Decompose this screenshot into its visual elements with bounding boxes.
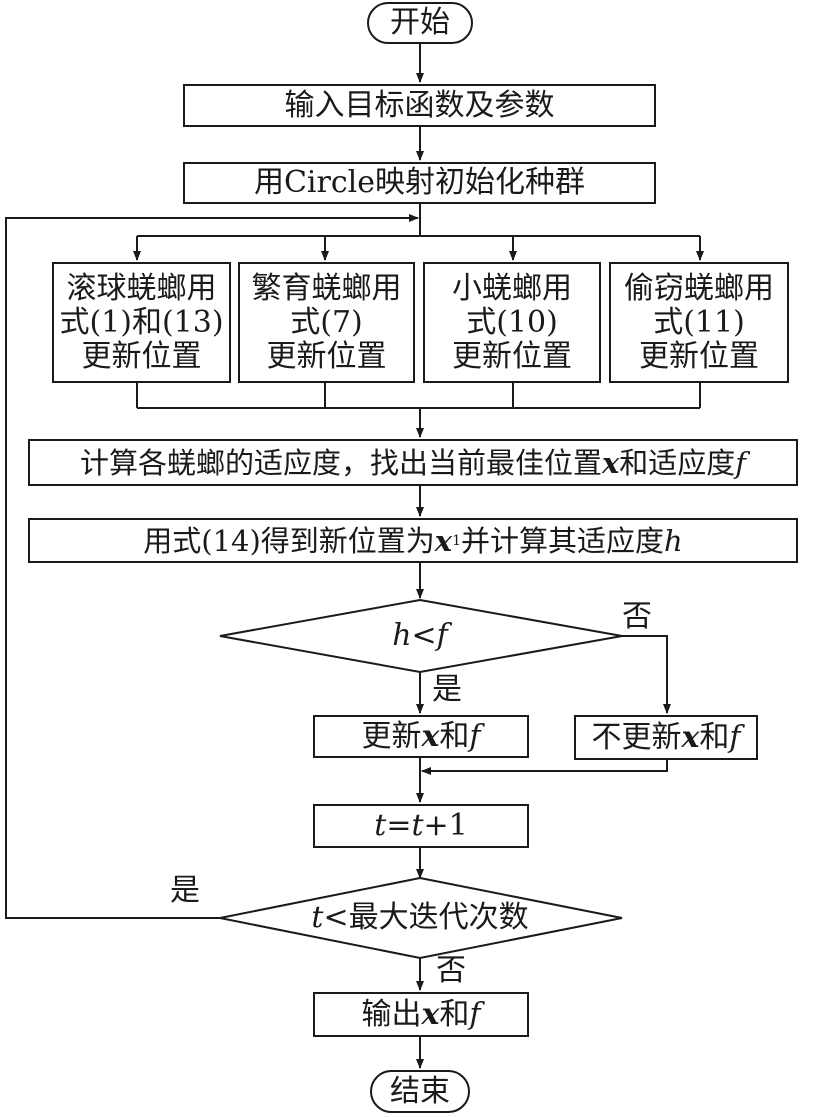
branch-small-line2: 式(10) — [466, 304, 558, 340]
output-pre: 输出 — [361, 996, 422, 1032]
cond1-var-h: h — [392, 618, 412, 653]
newpos-text: 用式(14)得到新位置为 — [143, 523, 435, 558]
noupdate-pre: 不更新 — [591, 719, 682, 755]
newpos-mid: 并计算其适应度 — [461, 523, 665, 558]
output-var-x: x — [421, 996, 440, 1032]
cond1-yes-label: 是 — [432, 672, 462, 707]
edge-cond2-loop — [5, 214, 419, 919]
update-mid: 和 — [439, 718, 470, 754]
branch-stealing-line3: 更新位置 — [639, 338, 759, 374]
inc-t1: t — [374, 808, 387, 843]
update-var-f: f — [469, 718, 481, 754]
start-label: 开始 — [390, 5, 450, 40]
inc-plus: +1 — [423, 808, 468, 843]
init-box: 用Circle映射初始化种群 — [183, 162, 656, 204]
fitness-mid: 和适应度 — [619, 445, 736, 480]
input-label: 输入目标函数及参数 — [284, 87, 555, 123]
noupdate-mid: 和 — [699, 719, 730, 755]
cond1-op: < — [411, 618, 437, 653]
output-mid: 和 — [439, 996, 470, 1032]
end-terminal: 结束 — [370, 1070, 470, 1113]
branch-breeding-line1: 繁育蜣螂用 — [251, 270, 402, 306]
branch-breeding-line3: 更新位置 — [266, 338, 387, 374]
cond1-var-f: f — [436, 618, 448, 653]
noupdate-var-f: f — [729, 719, 741, 755]
branch-stealing-box: 偷窃蜣螂用 式(11) 更新位置 — [609, 262, 789, 383]
branch-stealing-line1: 偷窃蜣螂用 — [624, 270, 774, 306]
init-label: 用Circle映射初始化种群 — [253, 165, 586, 200]
branch-breeding-line2: 式(7) — [290, 304, 363, 340]
branch-breeding-box: 繁育蜣螂用 式(7) 更新位置 — [238, 262, 415, 383]
decision-iteration — [219, 876, 623, 960]
branch-rolling-line2: 式(1)和(13) — [59, 304, 224, 340]
branch-small-line3: 更新位置 — [452, 338, 572, 374]
cond2-yes-label: 是 — [170, 873, 200, 908]
cond2-no-label: 否 — [436, 953, 466, 988]
newpos-var-x: x — [434, 523, 453, 558]
edge-cond1-noupdate — [622, 635, 671, 714]
output-var-f: f — [469, 996, 481, 1032]
fitness-text: 计算各蜣螂的适应度，找出当前最佳位置 — [79, 445, 602, 480]
update-pre: 更新 — [361, 718, 422, 754]
decision-h-lt-f-label: h<f — [330, 619, 510, 653]
decision-iteration-label: t<最大迭代次数 — [290, 901, 550, 935]
cond2-text: <最大迭代次数 — [323, 900, 529, 935]
increment-box: t=t+1 — [313, 804, 529, 848]
cond2-var-t: t — [311, 900, 324, 935]
branch-small-box: 小蜣螂用 式(10) 更新位置 — [423, 262, 601, 383]
decision-h-lt-f — [219, 598, 623, 674]
noupdate-var-x: x — [681, 719, 700, 755]
update-var-x: x — [421, 718, 440, 754]
fitness-var-x: x — [601, 445, 620, 480]
inc-t2: t — [411, 808, 424, 843]
start-terminal: 开始 — [367, 2, 473, 44]
end-label: 结束 — [390, 1073, 450, 1109]
cond1-no-label: 否 — [622, 599, 652, 634]
newpos-sub: 1 — [452, 532, 462, 549]
input-box: 输入目标函数及参数 — [183, 84, 656, 127]
newpos-var-h: h — [664, 523, 683, 558]
edge-noupdate-join — [421, 760, 668, 775]
inc-eq: = — [386, 808, 412, 843]
branch-small-line1: 小蜣螂用 — [452, 270, 572, 306]
branch-rolling-box: 滚球蜣螂用 式(1)和(13) 更新位置 — [52, 262, 231, 383]
branch-rolling-line1: 滚球蜣螂用 — [66, 270, 217, 306]
branch-rolling-line3: 更新位置 — [81, 338, 202, 374]
fitness-var-f: f — [735, 445, 747, 480]
branch-stealing-line2: 式(11) — [653, 304, 745, 340]
